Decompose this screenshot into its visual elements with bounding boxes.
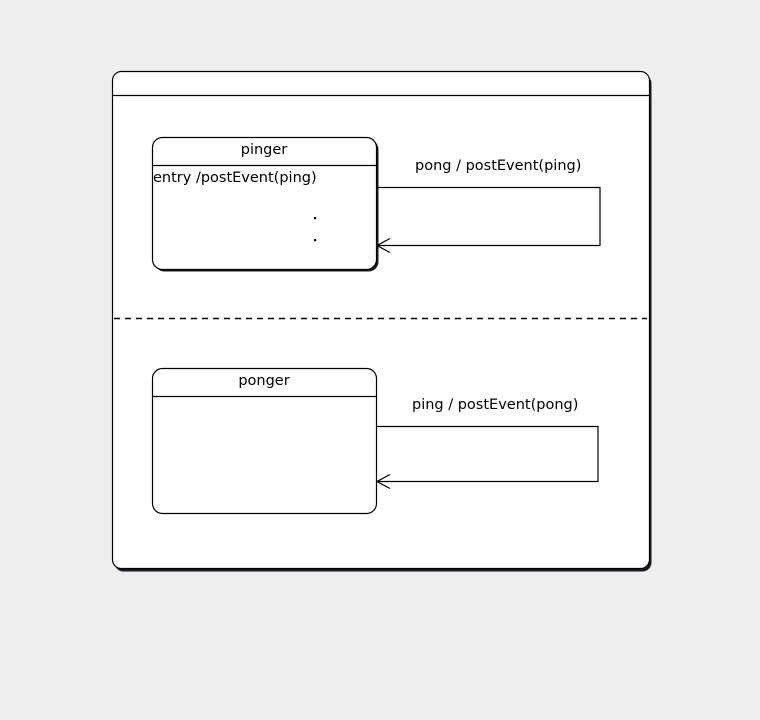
state-pinger-title: pinger — [240, 142, 288, 158]
state-pinger-ellipsis-dot-0 — [314, 217, 317, 220]
transition-self-transition-ping-label: ping / postEvent(pong) — [412, 397, 579, 413]
state-pinger — [151, 136, 378, 271]
state-pinger-ellipsis-dot-1 — [314, 239, 317, 242]
state-pinger-body-line-0: entry /postEvent(ping) — [153, 170, 317, 186]
state-ponger — [151, 367, 378, 515]
transition-self-transition-pong-arrowhead — [375, 237, 391, 254]
transition-self-transition-ping-arrowhead — [375, 473, 391, 490]
state-ponger-title: ponger — [238, 373, 290, 389]
transition-self-transition-ping-path — [377, 425, 599, 483]
transition-self-transition-pong-path — [377, 186, 601, 247]
transition-self-transition-pong-label: pong / postEvent(ping) — [415, 158, 582, 174]
